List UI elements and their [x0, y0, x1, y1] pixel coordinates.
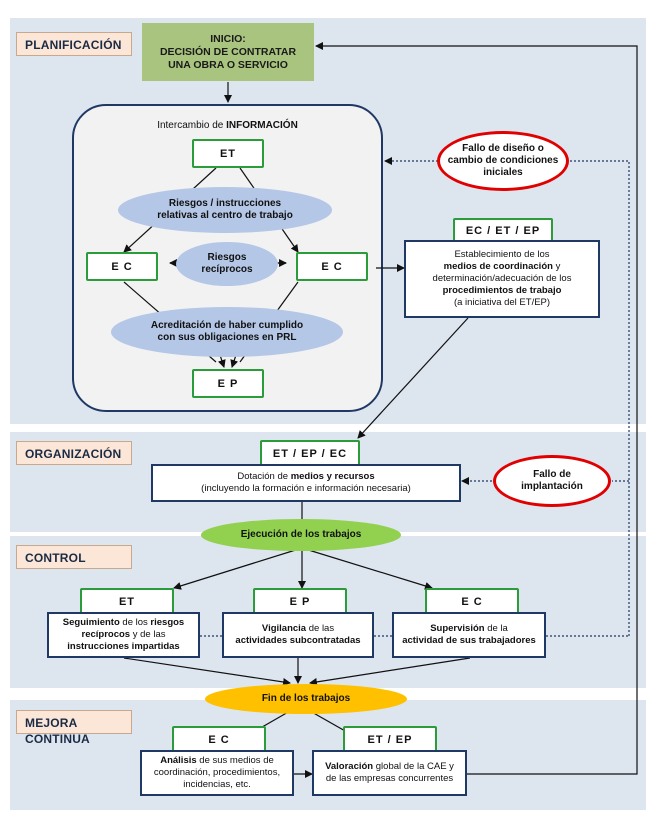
valoracion-a: Valoración — [325, 761, 374, 772]
analisis-d: incidencias, etc. — [183, 779, 251, 790]
valoracion-b: global de la CAE y — [373, 761, 454, 772]
seguimiento-c: riesgos — [150, 617, 185, 628]
ellipse-riesgos-reciprocos: Riesgos recíprocos — [176, 242, 278, 286]
vigilancia-a: Vigilancia — [261, 623, 307, 634]
valoracion-line1: Valoración global de la CAE y — [325, 761, 454, 773]
phase-mejora-continua: MEJORA CONTINUA — [16, 710, 132, 746]
valoracion-c: de las empresas concurrentes — [325, 773, 454, 784]
acreditacion-line2: con sus obligaciones en PRL — [157, 332, 297, 343]
dotacion-line1b: medios y recursos — [290, 471, 375, 482]
acreditacion-line1: Acreditación de haber cumplido — [150, 320, 304, 331]
supervision-line1: Supervisión de la — [430, 623, 508, 635]
riesgos-recip-line1: Riesgos — [207, 252, 247, 263]
supervision-b: de la — [484, 623, 508, 634]
analisis-b: de sus medios de — [196, 755, 274, 766]
node-ec-et-ep: EC / ET / EP — [453, 218, 553, 244]
valoracion-box: Valoración global de la CAE y de las emp… — [312, 750, 467, 796]
vigilancia-box: Vigilancia de las actividades subcontrat… — [222, 612, 374, 658]
riesgos-instr-line2: relativas al centro de trabajo — [157, 210, 293, 221]
node-ec-left: E C — [86, 252, 158, 281]
phase-organizacion: ORGANIZACIÓN — [16, 441, 132, 465]
coord-line2-wrap: medios de coordinación y — [444, 261, 561, 273]
fallo-diseno-line3: iniciales — [483, 167, 523, 178]
vigilancia-line1: Vigilancia de las — [262, 623, 334, 635]
start-box: INICIO: DECISIÓN DE CONTRATAR UNA OBRA O… — [142, 23, 314, 81]
ellipse-fallo-implantacion: Fallo de implantación — [493, 455, 611, 507]
node-mejora-et-ep: ET / EP — [343, 726, 437, 754]
node-ec-right: E C — [296, 252, 368, 281]
fallo-impl-line2: implantación — [521, 481, 583, 492]
fallo-impl-line1: Fallo de — [533, 469, 571, 480]
analisis-line1: Análisis de sus medios de — [160, 755, 274, 767]
fallo-diseno-line2: cambio de condiciones — [447, 155, 559, 166]
supervision-a: Supervisión — [430, 623, 485, 634]
vigilancia-b: de las — [306, 623, 335, 634]
analisis-c: coordinación, procedimientos, — [153, 767, 281, 778]
riesgos-instr-line1: Riesgos / instrucciones — [168, 198, 282, 209]
fallo-diseno-line1: Fallo de diseño o — [462, 143, 544, 154]
supervision-box: Supervisión de la actividad de sus traba… — [392, 612, 546, 658]
ellipse-acreditacion: Acreditación de haber cumplido con sus o… — [111, 307, 343, 357]
coord-line5: (a iniciativa del ET/EP) — [453, 297, 551, 308]
phase-control: CONTROL — [16, 545, 132, 569]
phase-planificacion: PLANIFICACIÓN — [16, 32, 132, 56]
seguimiento-b: de los — [119, 617, 151, 628]
analisis-a: Análisis — [160, 755, 197, 766]
ellipse-fin: Fin de los trabajos — [205, 684, 407, 714]
coord-line1: Establecimiento de los — [454, 249, 550, 260]
seguimiento-a: Seguimiento — [62, 617, 120, 628]
supervision-c: actividad de sus trabajadores — [402, 635, 536, 646]
seguimiento-line2: recíprocos y de las — [82, 629, 166, 641]
coord-line3: determinación/adecuación de los — [432, 273, 572, 284]
start-line2: DECISIÓN DE CONTRATAR — [159, 45, 297, 58]
start-line3: UNA OBRA O SERVICIO — [168, 58, 288, 71]
node-et-top: ET — [192, 139, 264, 168]
coord-line2b: y — [552, 261, 561, 272]
node-mejora-ec: E C — [172, 726, 266, 754]
dotacion-line2: (incluyendo la formación e información n… — [201, 483, 411, 494]
info-title-bold: INFORMACIÓN — [226, 120, 298, 131]
seguimiento-box: Seguimiento de los riesgos recíprocos y … — [47, 612, 200, 658]
coordination-box: Establecimiento de los medios de coordin… — [404, 240, 600, 318]
seguimiento-e: y de las — [130, 629, 166, 640]
ellipse-fallo-diseno: Fallo de diseño o cambio de condiciones … — [437, 131, 569, 191]
analisis-box: Análisis de sus medios de coordinación, … — [140, 750, 294, 796]
seguimiento-d: recíprocos — [81, 629, 131, 640]
start-line1: INICIO: — [210, 32, 246, 45]
riesgos-recip-line2: recíprocos — [201, 264, 253, 275]
seguimiento-f: instrucciones impartidas — [67, 641, 180, 652]
dotacion-line1-wrap: Dotación de medios y recursos — [237, 471, 374, 483]
dotacion-box: Dotación de medios y recursos (incluyend… — [151, 464, 461, 502]
ellipse-ejecucion: Ejecución de los trabajos — [201, 519, 401, 551]
seguimiento-line1: Seguimiento de los riesgos — [63, 617, 184, 629]
info-title-prefix: Intercambio de — [157, 120, 227, 131]
dotacion-line1a: Dotación de — [237, 471, 291, 482]
ellipse-riesgos-instrucciones: Riesgos / instrucciones relativas al cen… — [118, 187, 332, 233]
node-ep-bottom: E P — [192, 369, 264, 398]
coord-line4: procedimientos de trabajo — [442, 285, 562, 296]
info-exchange-title: Intercambio de INFORMACIÓN — [72, 120, 383, 131]
coord-line2: medios de coordinación — [443, 261, 553, 272]
vigilancia-c: actividades subcontratadas — [235, 635, 361, 646]
